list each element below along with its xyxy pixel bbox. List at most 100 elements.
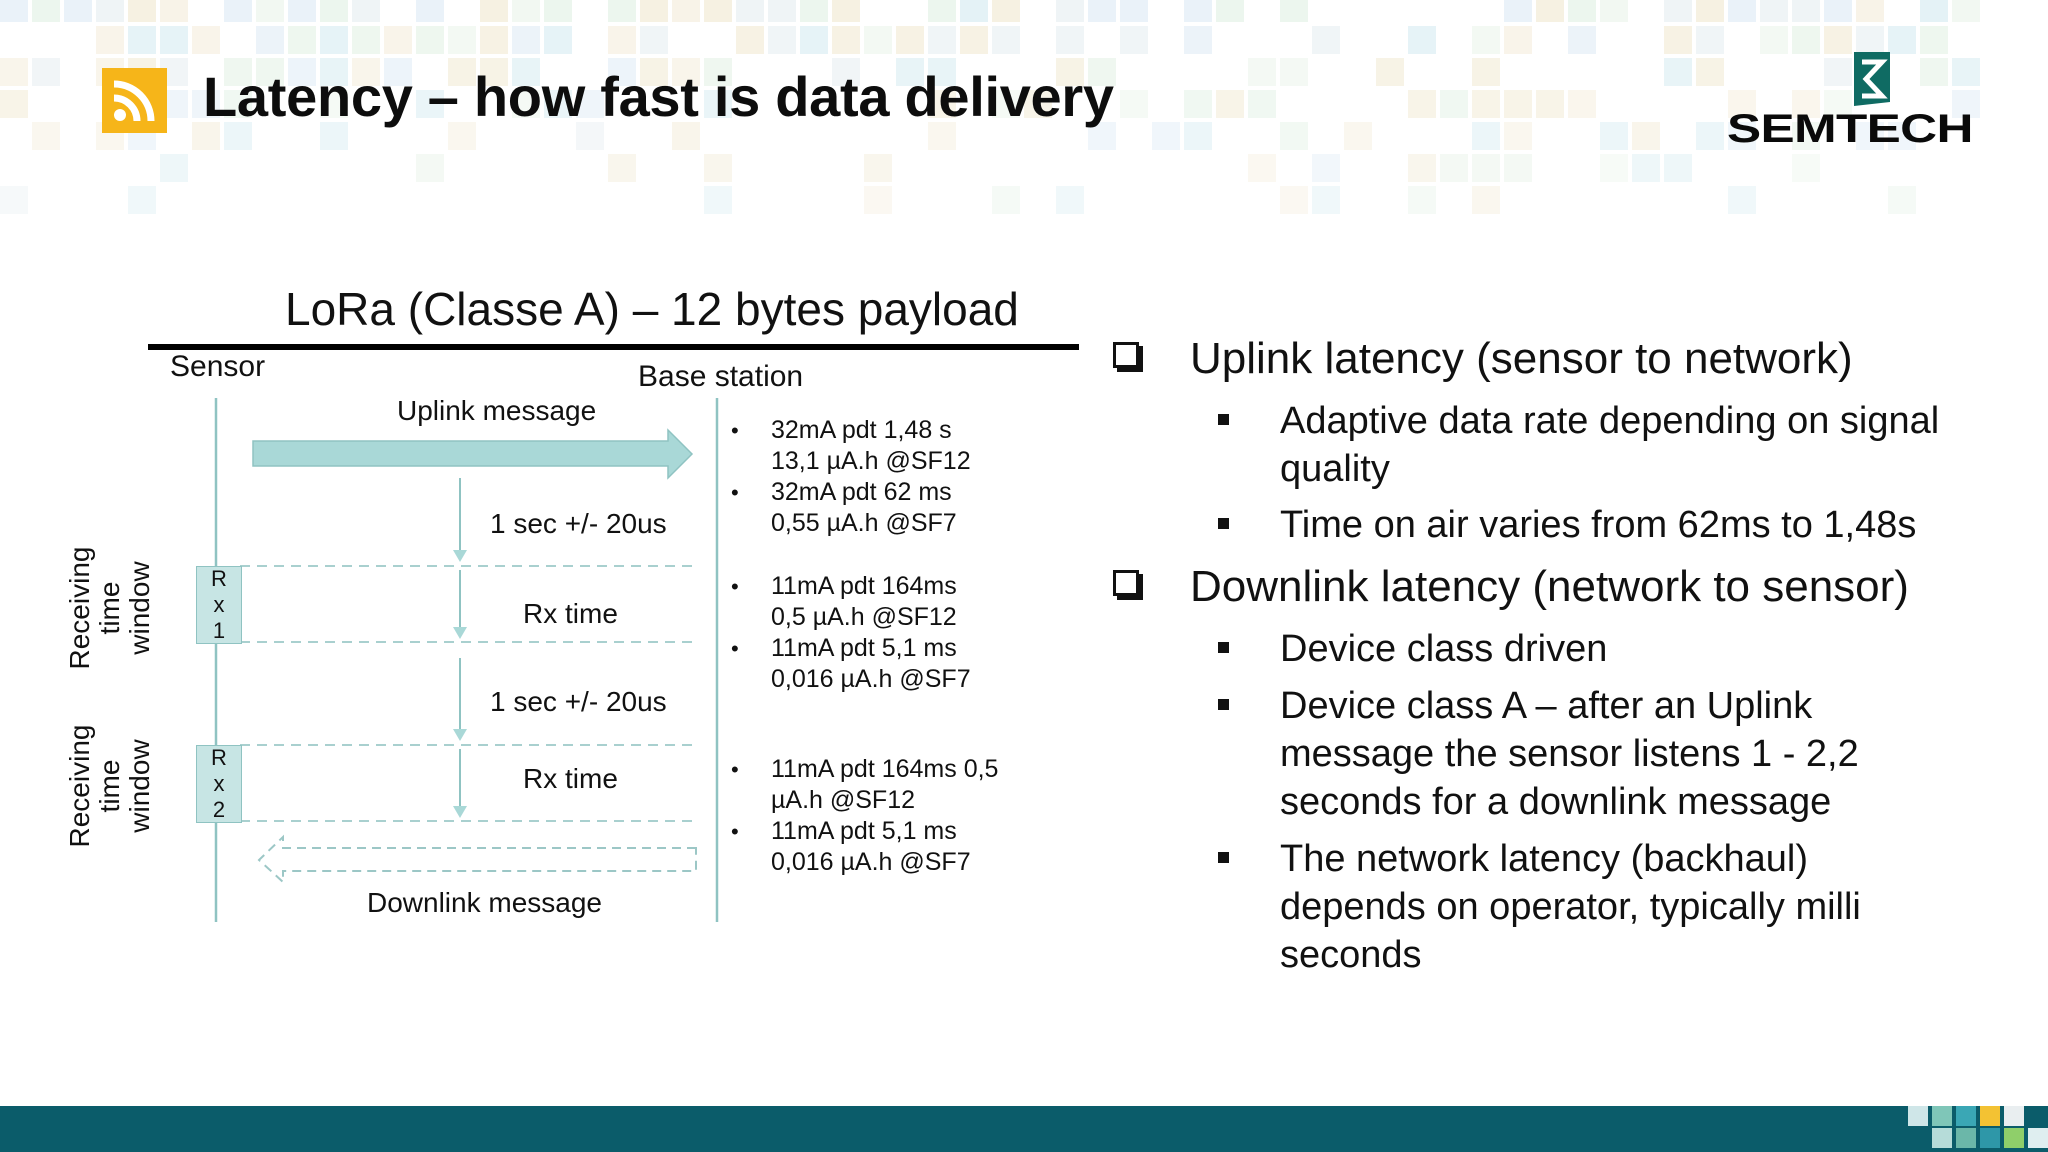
base-station-label: Base station — [638, 360, 804, 393]
pixel-tile — [448, 122, 476, 150]
pixel-tile — [384, 58, 412, 86]
pixel-tile — [704, 90, 732, 118]
pixel-tile — [1152, 122, 1180, 150]
pixel-tile — [960, 0, 988, 22]
uplink-arrow — [252, 428, 694, 480]
pixel-tile — [1088, 122, 1116, 150]
pixel-tile — [608, 26, 636, 54]
pixel-tile — [352, 0, 380, 22]
pixel-tile — [1728, 90, 1756, 118]
pixel-tile — [1664, 58, 1692, 86]
pixel-tile — [1088, 0, 1116, 22]
pixel-tile — [1888, 122, 1916, 150]
pixel-tile — [1120, 26, 1148, 54]
pixel-tile — [192, 26, 220, 54]
pixel-tile — [1472, 26, 1500, 54]
downlink-label: Downlink message — [367, 887, 602, 918]
pixel-tile — [192, 122, 220, 150]
pixel-tile — [672, 122, 700, 150]
pixel-tile — [1952, 90, 1980, 118]
pixel-tile — [672, 0, 700, 22]
delay-label-2: 1 sec +/- 20us — [490, 686, 667, 717]
uplink-label: Uplink message — [397, 395, 597, 426]
pixel-tile — [1216, 0, 1244, 22]
semtech-logo: SEMTECH — [1724, 50, 2014, 151]
pixel-tile — [1440, 154, 1468, 182]
pixel-tile — [256, 0, 284, 22]
pixel-tile — [544, 90, 572, 118]
pixel-tile — [256, 26, 284, 54]
pixel-tile — [800, 0, 828, 22]
pixel-tile — [1568, 0, 1596, 22]
pixel-tile — [928, 0, 956, 22]
checkbox-bullet-icon — [1113, 570, 1139, 596]
pixel-tile — [1472, 186, 1500, 214]
pixel-tile — [1728, 122, 1756, 150]
pixel-tile — [608, 58, 636, 86]
pixel-tile — [1472, 90, 1500, 118]
pixel-tile — [1792, 122, 1820, 150]
pixel-tile — [416, 90, 444, 118]
square-bullet-icon — [1218, 699, 1229, 710]
pixel-tile — [864, 26, 892, 54]
pixel-tile — [480, 0, 508, 22]
pixel-tile — [160, 0, 188, 22]
pixel-tile — [896, 26, 924, 54]
pixel-tile — [832, 26, 860, 54]
delay-label-1: 1 sec +/- 20us — [490, 508, 667, 539]
pixel-tile — [1568, 26, 1596, 54]
pixel-tile — [1856, 122, 1884, 150]
pixel-tile — [1856, 26, 1884, 54]
pixel-tile — [1504, 90, 1532, 118]
pixel-tile — [1728, 186, 1756, 214]
pixel-tile — [1248, 90, 1276, 118]
pixel-tile — [736, 26, 764, 54]
pixel-tile — [1696, 0, 1724, 22]
pixel-tile — [1824, 26, 1852, 54]
pixel-tile — [1792, 90, 1820, 118]
pixel-tile — [1472, 122, 1500, 150]
pixel-tile — [1216, 90, 1244, 118]
pixel-tile — [256, 58, 284, 86]
pixel-tile — [1056, 58, 1084, 86]
pixel-tile — [1056, 186, 1084, 214]
pixel-tile — [1408, 26, 1436, 54]
pixel-tile — [0, 90, 28, 118]
pixel-tile — [992, 0, 1020, 22]
pixel-tile — [1280, 122, 1308, 150]
pixel-tile — [1664, 26, 1692, 54]
square-bullet-icon — [1218, 518, 1229, 529]
pixel-tile — [1632, 154, 1660, 182]
pixel-tile — [704, 0, 732, 22]
pixel-tile — [1056, 26, 1084, 54]
pixel-tile — [1600, 154, 1628, 182]
pixel-tile — [1792, 26, 1820, 54]
uplink-notes: 32mA pdt 1,48 s13,1 µA.h @SF12 32mA pdt … — [731, 415, 971, 539]
pixel-tile — [192, 90, 220, 118]
pixel-tile — [1536, 90, 1564, 118]
pixel-tile — [672, 58, 700, 86]
pixel-tile — [768, 26, 796, 54]
pixel-tile — [1184, 122, 1212, 150]
pixel-tile — [512, 90, 540, 118]
pixel-tile — [928, 122, 956, 150]
pixel-tile — [1184, 0, 1212, 22]
pixel-tile — [96, 26, 124, 54]
pixel-tile — [832, 0, 860, 22]
pixel-tile — [128, 26, 156, 54]
pixel-tile — [1696, 26, 1724, 54]
pixel-tile — [1408, 90, 1436, 118]
pixel-tile — [64, 0, 92, 22]
list-item: 11mA pdt 5,1 ms0,016 µA.h @SF7 — [731, 633, 971, 695]
pixel-tile — [320, 26, 348, 54]
pixel-tile — [1824, 0, 1852, 22]
logo-wordmark: SEMTECH — [1727, 107, 1974, 151]
pixel-tile — [1664, 154, 1692, 182]
pixel-tile — [1344, 122, 1372, 150]
pixel-tile — [928, 58, 956, 86]
slide-title: Latency – how fast is data delivery — [203, 65, 1114, 128]
pixel-tile — [1312, 186, 1340, 214]
pixel-tile — [224, 90, 252, 118]
